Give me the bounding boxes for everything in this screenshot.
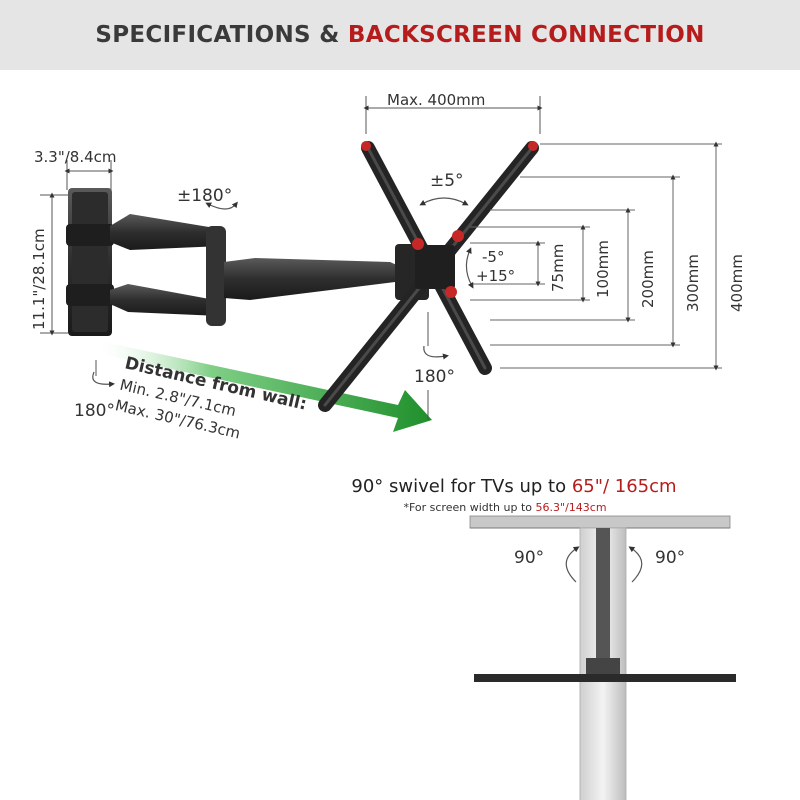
plate-width-label: 3.3"/8.4cm — [34, 148, 117, 166]
mount-hole-inner-bottom — [445, 286, 457, 298]
mount-hole-inner-right — [452, 230, 464, 242]
plate-rotation-arrow — [423, 345, 449, 360]
title-part-1: SPECIFICATIONS & — [95, 22, 348, 48]
wall-plate — [66, 188, 114, 336]
swivel-left-arrow — [565, 546, 580, 583]
swivel-right-label: 90° — [655, 548, 685, 568]
mount-hole-inner-left — [412, 238, 424, 250]
max-width-dimension — [363, 96, 543, 134]
plate-width-dimension — [64, 160, 114, 190]
swivel-arm — [596, 528, 610, 668]
swivel-note: *For screen width up to 56.3"/143cm — [0, 501, 800, 514]
arm-swivel-label: ±180° — [177, 186, 232, 206]
vesa-400-label: 400mm — [728, 254, 746, 312]
vesa-200-label: 200mm — [639, 250, 657, 308]
swivel-right-arrow — [628, 546, 643, 583]
mount-hole-top-right — [528, 141, 538, 151]
rotation-arrow — [419, 197, 469, 206]
swivel-note-part-2: 56.3"/143cm — [535, 501, 607, 514]
arm-swivel-arrow — [205, 201, 238, 210]
max-width-label: Max. 400mm — [387, 91, 485, 109]
tv-panel — [474, 674, 736, 682]
mount-diagram: 3.3"/8.4cm 11.1"/28.1cm — [30, 91, 746, 800]
swivel-note-part-1: *For screen width up to — [403, 501, 536, 514]
mount-hole-top-left — [361, 141, 371, 151]
tilt-arrow — [465, 247, 474, 289]
tilt-up-label: -5° — [482, 248, 504, 266]
header-bar: SPECIFICATIONS & BACKSCREEN CONNECTION — [0, 0, 800, 70]
swivel-title-part-2: 65"/ 165cm — [571, 476, 677, 497]
vesa-height-dimensions — [470, 141, 722, 371]
swivel-left-label: 90° — [514, 548, 544, 568]
page-title: SPECIFICATIONS & BACKSCREEN CONNECTION — [95, 22, 704, 48]
rotation-label: ±5° — [430, 171, 464, 191]
wall-rotation-arrow — [92, 371, 115, 388]
mount-arms — [110, 214, 429, 326]
ceiling-wall — [469, 515, 731, 529]
plate-height-label: 11.1"/28.1cm — [30, 228, 48, 330]
wall-rotation-label: 180° — [74, 401, 115, 421]
plate-height-dimension — [40, 192, 68, 336]
vesa-300-label: 300mm — [684, 254, 702, 312]
swivel-illustration — [469, 515, 736, 800]
vesa-75-label: 75mm — [549, 244, 567, 292]
vesa-bracket — [318, 141, 539, 412]
vesa-100-label: 100mm — [594, 240, 612, 298]
tilt-down-label: +15° — [476, 267, 515, 285]
distance-arrow — [92, 340, 432, 432]
swivel-title-part-1: 90° swivel for TVs up to — [351, 476, 572, 497]
plate-rotation-label: 180° — [414, 367, 455, 387]
swivel-title: 90° swivel for TVs up to 65"/ 165cm — [0, 476, 800, 497]
title-part-2: BACKSCREEN CONNECTION — [347, 22, 705, 48]
